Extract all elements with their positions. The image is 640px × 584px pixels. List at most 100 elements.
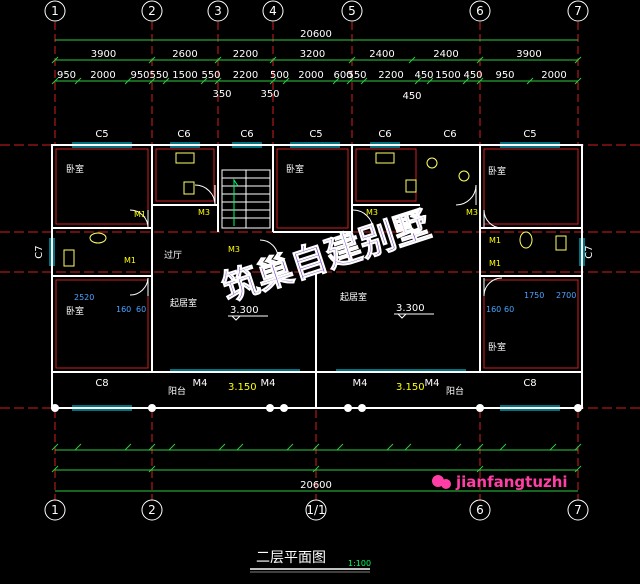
axis-label-bottom: 7 xyxy=(574,503,582,517)
brand-badge: jianfangtuzhi xyxy=(432,473,568,491)
dimension-value: 950 xyxy=(495,70,514,81)
dimension-value: 550 xyxy=(149,70,168,81)
door-label-m4-4: M4 xyxy=(425,378,440,389)
window-label-c7-right: C7 xyxy=(584,245,595,258)
top-dimension-row-1: 3900 2600 2200 3200 2400 2400 3900 xyxy=(91,49,542,60)
axis-circle-bottom: 1 xyxy=(44,499,66,521)
axis-label-top: 3 xyxy=(214,4,222,18)
dimension-value: 2200 xyxy=(233,70,258,81)
axis-circle-top: 3 xyxy=(207,0,229,22)
window-label-c6-3: C6 xyxy=(378,129,391,140)
door-label-m1-1: M1 xyxy=(134,210,146,219)
axis-circle-top: 2 xyxy=(141,0,163,22)
window-label-c6-2: C6 xyxy=(240,129,253,140)
dimension-value: 3200 xyxy=(300,49,325,60)
window-label-c5-right: C5 xyxy=(523,129,536,140)
axis-circle-top: 7 xyxy=(567,0,589,22)
room-hall: 过厅 xyxy=(164,249,182,261)
door-label-m1-4: M1 xyxy=(489,259,501,268)
dim-1750: 1750 xyxy=(524,291,544,300)
door-label-m3-4: M3 xyxy=(466,208,478,217)
dim-160-a: 160 xyxy=(116,305,131,314)
axis-circle-top: 1 xyxy=(44,0,66,22)
elevation-3300-a: 3.300 xyxy=(230,305,259,316)
door-label-m4-2: M4 xyxy=(261,378,276,389)
door-label-m1-2: M1 xyxy=(124,256,136,265)
room-living-1: 起居室 xyxy=(170,297,197,309)
axis-circle-bottom: 6 xyxy=(469,499,491,521)
axis-label-top: 1 xyxy=(51,4,59,18)
axis-label-bottom: 2 xyxy=(148,503,156,517)
axis-label-top: 4 xyxy=(269,4,277,18)
dim-160-b: 160 xyxy=(486,305,501,314)
window-label-c5-left: C5 xyxy=(95,129,108,140)
overall-width-bottom: 20600 xyxy=(300,480,332,491)
dimension-value: 2200 xyxy=(233,49,258,60)
watermark-text: 筑巢自建别墅 xyxy=(217,204,435,310)
dimension-value: 1500 xyxy=(435,70,460,81)
dimension-value: 550 xyxy=(201,70,220,81)
window-label-c6-1: C6 xyxy=(177,129,190,140)
stair-icon xyxy=(221,169,271,229)
window-label-c5-mid: C5 xyxy=(309,129,322,140)
elevation-3300-b: 3.300 xyxy=(396,303,425,314)
axis-circle-bottom: 1/1 xyxy=(305,499,327,521)
axis-circle-bottom: 2 xyxy=(141,499,163,521)
dimension-value: 3900 xyxy=(516,49,541,60)
window-label-c6-4: C6 xyxy=(443,129,456,140)
dimension-value: 2600 xyxy=(172,49,197,60)
room-balcony-2: 阳台 xyxy=(446,385,464,397)
elevation-3150-a: 3.150 xyxy=(228,382,257,393)
door-label-m1-3: M1 xyxy=(489,236,501,245)
door-label-m4-3: M4 xyxy=(353,378,368,389)
overall-width-top: 20600 xyxy=(300,29,332,40)
room-bedroom-4: 卧室 xyxy=(66,305,84,317)
dim-450: 450 xyxy=(402,91,421,102)
dimension-value: 2000 xyxy=(541,70,566,81)
dim-60-a: 60 xyxy=(136,305,146,314)
room-living-2: 起居室 xyxy=(340,291,367,303)
dimension-value: 2000 xyxy=(90,70,115,81)
axis-label-top: 5 xyxy=(348,4,356,18)
dim-2700: 2700 xyxy=(556,291,576,300)
axis-label-bottom: 1 xyxy=(51,503,59,517)
dimension-value: 950 xyxy=(57,70,76,81)
axis-labels-bottom: 1 2 1/1 6 7 xyxy=(44,499,589,521)
dimension-value: 3900 xyxy=(91,49,116,60)
room-bedroom-2: 卧室 xyxy=(286,163,304,175)
dimension-value: 950 xyxy=(130,70,149,81)
brand-text: jianfangtuzhi xyxy=(455,473,568,491)
axis-circle-top: 5 xyxy=(341,0,363,22)
axis-label-bottom: 6 xyxy=(476,503,484,517)
dimension-value: 2200 xyxy=(378,70,403,81)
axis-label-top: 2 xyxy=(148,4,156,18)
dimension-value: 500 xyxy=(270,70,289,81)
window-label-c7-left: C7 xyxy=(34,245,45,258)
axis-circle-bottom: 7 xyxy=(567,499,589,521)
dimension-value: 600 xyxy=(333,70,352,81)
axis-labels-top: 1 2 3 4 5 6 7 xyxy=(44,0,589,22)
dim-350-b: 350 xyxy=(260,89,279,100)
dimension-value: 2000 xyxy=(298,70,323,81)
drawing-title: 二层平面图 xyxy=(256,550,326,566)
dimension-value: 2400 xyxy=(433,49,458,60)
door-label-m3-3: M3 xyxy=(366,208,378,217)
axis-label-top: 7 xyxy=(574,4,582,18)
dim-350-a: 350 xyxy=(212,89,231,100)
room-balcony-1: 阳台 xyxy=(168,385,186,397)
door-label-m3-1: M3 xyxy=(198,208,210,217)
sink-icon xyxy=(175,152,195,164)
dimension-value: 450 xyxy=(414,70,433,81)
door-label-m4-1: M4 xyxy=(193,378,208,389)
dim-60-b: 60 xyxy=(504,305,514,314)
dimension-value: 1500 xyxy=(172,70,197,81)
dimension-value: 450 xyxy=(463,70,482,81)
dimension-value: 550 xyxy=(347,70,366,81)
dimension-value: 2400 xyxy=(369,49,394,60)
window-label-c8-left: C8 xyxy=(95,378,108,389)
window-label-c8-right: C8 xyxy=(523,378,536,389)
axis-circle-top: 6 xyxy=(469,0,491,22)
room-bedroom-5: 卧室 xyxy=(488,341,506,353)
